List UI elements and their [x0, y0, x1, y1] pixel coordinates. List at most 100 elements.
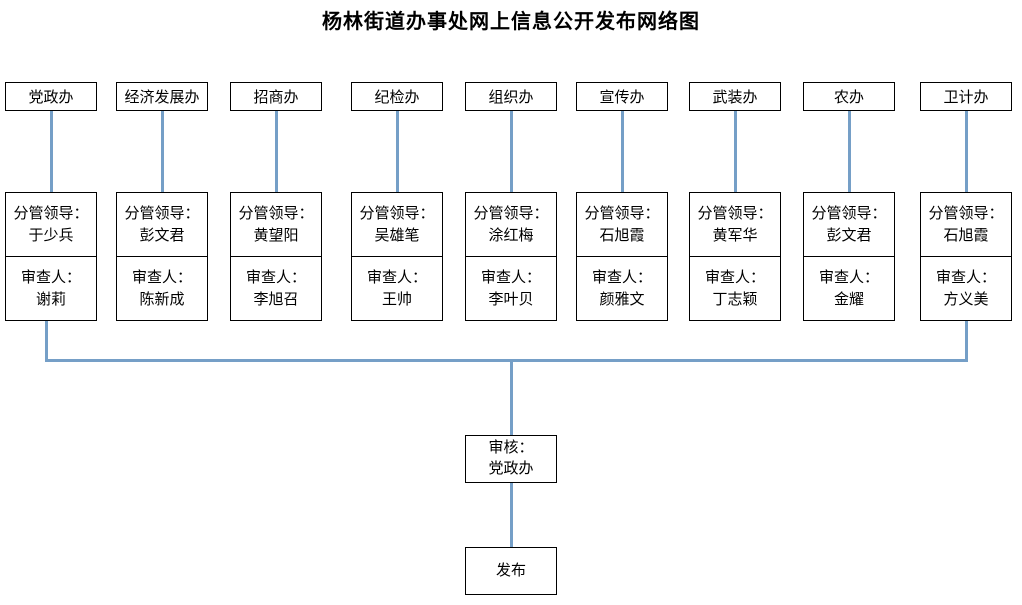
reviewer-label: 审查人：	[366, 269, 427, 286]
connector-line	[847, 111, 851, 192]
leader-reviewer-box: 分管领导： 涂红梅 审查人： 李叶贝	[465, 192, 557, 321]
reviewer-cell: 审查人： 颜雅文	[577, 257, 667, 320]
department-box: 宣传办	[576, 82, 668, 111]
connector-line	[620, 111, 624, 192]
leader-label: 分管领导：	[811, 205, 887, 222]
org-column-zhaoshangban: 招商办 分管领导： 黄望阳 审查人： 李旭召	[230, 82, 322, 321]
reviewer-cell: 审查人： 谢莉	[6, 257, 96, 320]
leader-name: 黄军华	[712, 227, 758, 244]
bracket-bottom-line	[45, 359, 968, 362]
reviewer-label: 审查人：	[818, 269, 879, 286]
connector-line	[160, 111, 164, 192]
reviewer-cell: 审查人： 方义美	[921, 257, 1011, 320]
department-box: 农办	[803, 82, 895, 111]
leader-label: 分管领导：	[584, 205, 660, 222]
reviewer-label: 审查人：	[480, 269, 541, 286]
leader-reviewer-box: 分管领导： 黄军华 审查人： 丁志颖	[689, 192, 781, 321]
leader-reviewer-box: 分管领导： 黄望阳 审查人： 李旭召	[230, 192, 322, 321]
leader-reviewer-box: 分管领导： 吴雄笔 审查人： 王帅	[351, 192, 443, 321]
connector-line	[395, 111, 399, 192]
leader-label: 分管领导：	[697, 205, 773, 222]
leader-cell: 分管领导： 彭文君	[804, 193, 894, 257]
department-box: 武装办	[689, 82, 781, 111]
publish-drop-line	[510, 483, 513, 547]
reviewer-cell: 审查人： 李叶贝	[466, 257, 556, 320]
department-box: 卫计办	[920, 82, 1012, 111]
leader-cell: 分管领导： 石旭霞	[921, 193, 1011, 257]
org-column-wuzhuangban: 武装办 分管领导： 黄军华 审查人： 丁志颖	[689, 82, 781, 321]
reviewer-cell: 审查人： 陈新成	[117, 257, 207, 320]
org-column-jingjifazhanban: 经济发展办 分管领导： 彭文君 审查人： 陈新成	[116, 82, 208, 321]
leader-name: 吴雄笔	[374, 227, 420, 244]
review-box: 审核： 党政办	[465, 435, 557, 483]
reviewer-cell: 审查人： 王帅	[352, 257, 442, 320]
leader-label: 分管领导：	[13, 205, 89, 222]
reviewer-name: 颜雅文	[599, 291, 645, 308]
org-column-nongban: 农办 分管领导： 彭文君 审查人： 金耀	[803, 82, 895, 321]
leader-name: 彭文君	[139, 227, 185, 244]
reviewer-cell: 审查人： 金耀	[804, 257, 894, 320]
connector-line	[274, 111, 278, 192]
review-label: 审核：	[488, 440, 534, 456]
org-column-jijianban: 纪检办 分管领导： 吴雄笔 审查人： 王帅	[351, 82, 443, 321]
reviewer-label: 审查人：	[245, 269, 306, 286]
connector-line	[509, 111, 513, 192]
leader-label: 分管领导：	[238, 205, 314, 222]
reviewer-name: 陈新成	[139, 291, 185, 308]
connector-line	[733, 111, 737, 192]
leader-cell: 分管领导： 石旭霞	[577, 193, 667, 257]
leader-reviewer-box: 分管领导： 石旭霞 审查人： 颜雅文	[576, 192, 668, 321]
reviewer-label: 审查人：	[704, 269, 765, 286]
reviewer-name: 李叶贝	[488, 291, 534, 308]
connector-line	[49, 111, 53, 192]
department-box: 经济发展办	[116, 82, 208, 111]
publish-label: 发布	[495, 562, 526, 579]
reviewer-cell: 审查人： 丁志颖	[690, 257, 780, 320]
leader-cell: 分管领导： 吴雄笔	[352, 193, 442, 257]
reviewer-name: 谢莉	[35, 291, 66, 308]
reviewer-name: 方义美	[943, 291, 989, 308]
reviewer-name: 丁志颖	[712, 291, 758, 308]
bracket-left-line	[45, 321, 48, 362]
leader-label: 分管领导：	[928, 205, 1004, 222]
org-column-weijiban: 卫计办 分管领导： 石旭霞 审查人： 方义美	[920, 82, 1012, 321]
reviewer-name: 金耀	[833, 291, 864, 308]
reviewer-name: 李旭召	[253, 291, 299, 308]
leader-cell: 分管领导： 黄望阳	[231, 193, 321, 257]
leader-reviewer-box: 分管领导： 彭文君 审查人： 金耀	[803, 192, 895, 321]
leader-name: 涂红梅	[488, 227, 534, 244]
leader-reviewer-box: 分管领导： 彭文君 审查人： 陈新成	[116, 192, 208, 321]
org-column-dangzhengban: 党政办 分管领导： 于少兵 审查人： 谢莉	[5, 82, 97, 321]
review-drop-line	[510, 359, 513, 435]
department-box: 党政办	[5, 82, 97, 111]
department-box: 纪检办	[351, 82, 443, 111]
reviewer-label: 审查人：	[591, 269, 652, 286]
leader-name: 黄望阳	[253, 227, 299, 244]
connector-line	[964, 111, 968, 192]
reviewer-label: 审查人：	[935, 269, 996, 286]
leader-reviewer-box: 分管领导： 石旭霞 审查人： 方义美	[920, 192, 1012, 321]
leader-name: 石旭霞	[943, 227, 989, 244]
department-box: 组织办	[465, 82, 557, 111]
leader-cell: 分管领导： 黄军华	[690, 193, 780, 257]
leader-cell: 分管领导： 涂红梅	[466, 193, 556, 257]
leader-name: 石旭霞	[599, 227, 645, 244]
leader-label: 分管领导：	[124, 205, 200, 222]
department-box: 招商办	[230, 82, 322, 111]
reviewer-name: 王帅	[381, 291, 412, 308]
reviewer-cell: 审查人： 李旭召	[231, 257, 321, 320]
review-department: 党政办	[488, 461, 534, 477]
reviewer-label: 审查人：	[131, 269, 192, 286]
org-column-xuanchuanban: 宣传办 分管领导： 石旭霞 审查人： 颜雅文	[576, 82, 668, 321]
publish-box: 发布	[465, 547, 557, 595]
org-column-zuzhiban: 组织办 分管领导： 涂红梅 审查人： 李叶贝	[465, 82, 557, 321]
leader-name: 于少兵	[28, 227, 74, 244]
reviewer-label: 审查人：	[20, 269, 81, 286]
leader-label: 分管领导：	[359, 205, 435, 222]
leader-reviewer-box: 分管领导： 于少兵 审查人： 谢莉	[5, 192, 97, 321]
bracket-right-line	[965, 321, 968, 362]
leader-cell: 分管领导： 于少兵	[6, 193, 96, 257]
page-title: 杨林街道办事处网上信息公开发布网络图	[322, 11, 700, 33]
leader-name: 彭文君	[826, 227, 872, 244]
